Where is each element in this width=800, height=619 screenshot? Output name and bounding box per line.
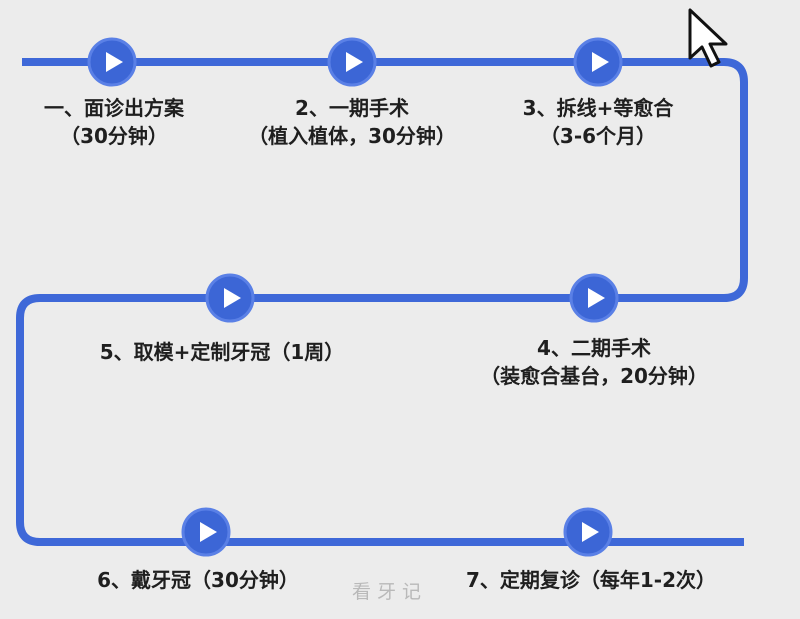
step-label-5: 5、取模+定制牙冠（1周）	[60, 338, 384, 366]
mouse-pointer-icon	[688, 8, 728, 68]
step-node-1[interactable]	[87, 37, 137, 87]
step-label-2: 2、一期手术 （植入植体，30分钟）	[238, 94, 466, 150]
step-label-6: 6、戴牙冠（30分钟）	[60, 566, 336, 594]
step-title-3: 3、拆线+等愈合	[522, 96, 674, 120]
step-detail-2: （植入植体，30分钟）	[248, 124, 456, 148]
step-title-5: 5、取模+定制牙冠（1周）	[99, 340, 345, 364]
step-label-7: 7、定期复诊（每年1-2次）	[416, 566, 766, 594]
play-icon	[592, 52, 609, 72]
step-detail-4: （装愈合基台，20分钟）	[480, 364, 708, 388]
play-icon	[346, 52, 363, 72]
step-label-4: 4、二期手术 （装愈合基台，20分钟）	[456, 334, 732, 390]
step-title-4: 4、二期手术	[537, 336, 651, 360]
step-label-1: 一、面诊出方案 （30分钟）	[22, 94, 206, 150]
play-icon	[200, 522, 217, 542]
play-icon	[224, 288, 241, 308]
play-icon	[106, 52, 123, 72]
step-detail-1: （30分钟）	[60, 124, 168, 148]
step-node-2[interactable]	[327, 37, 377, 87]
step-title-6: 6、戴牙冠（30分钟）	[97, 568, 299, 592]
step-node-3[interactable]	[573, 37, 623, 87]
play-icon	[588, 288, 605, 308]
step-node-4[interactable]	[569, 273, 619, 323]
play-icon	[582, 522, 599, 542]
step-detail-3: （3-6个月）	[539, 124, 657, 148]
watermark: 看牙记	[352, 581, 428, 603]
step-title-7: 7、定期复诊（每年1-2次）	[465, 568, 717, 592]
step-node-5[interactable]	[205, 273, 255, 323]
step-label-3: 3、拆线+等愈合 （3-6个月）	[508, 94, 688, 150]
timeline-track	[16, 58, 748, 546]
step-title-1: 一、面诊出方案	[44, 96, 184, 120]
step-node-6[interactable]	[181, 507, 231, 557]
step-node-7[interactable]	[563, 507, 613, 557]
step-title-2: 2、一期手术	[295, 96, 409, 120]
